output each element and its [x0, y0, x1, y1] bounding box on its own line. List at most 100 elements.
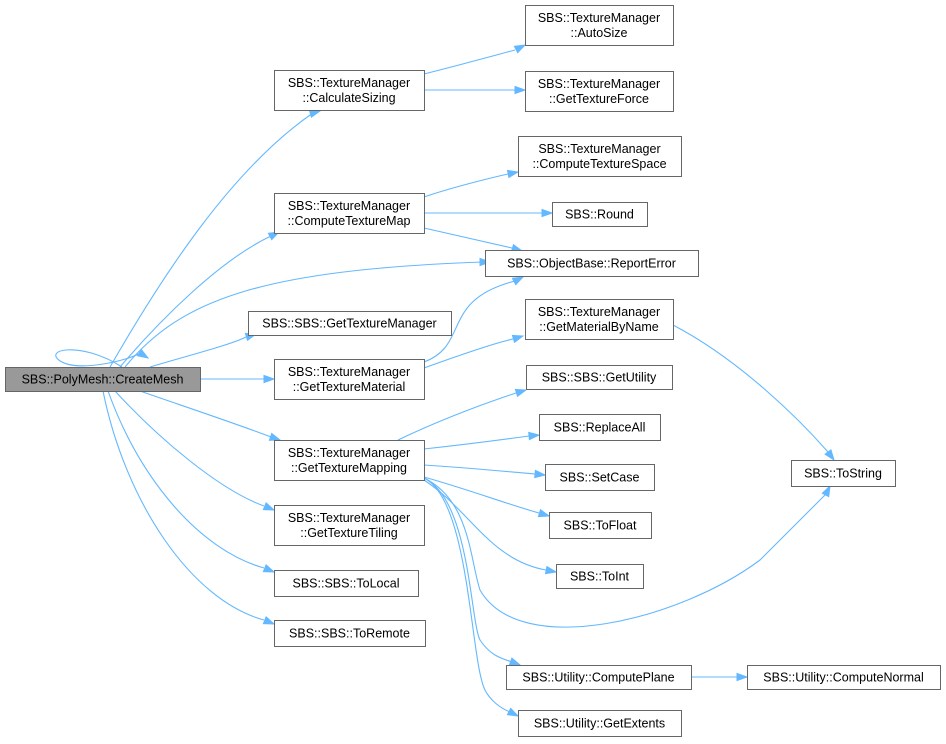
node-label: SBS::TextureManager — [538, 77, 660, 91]
edge-line — [124, 261, 484, 368]
node-box — [545, 464, 655, 491]
edge-line — [119, 235, 272, 368]
node-label: SBS::Utility::ComputeNormal — [763, 671, 923, 685]
node-get-texture-force[interactable]: SBS::TextureManager::GetTextureForce — [525, 71, 674, 112]
node-get-material-by-name[interactable]: SBS::TextureManager::GetMaterialByName — [525, 299, 674, 340]
edge-create-mesh-to-get-texture-tiling — [114, 390, 276, 511]
call-graph-nodes: SBS::PolyMesh::CreateMeshSBS::TextureMan… — [5, 5, 941, 737]
node-label: ::GetTextureForce — [549, 92, 649, 106]
node-compute-texture-map[interactable]: SBS::TextureManager::ComputeTextureMap — [274, 193, 425, 234]
call-graph-edges — [55, 44, 835, 717]
edge-compute-texture-map-to-round — [424, 208, 554, 218]
node-box — [552, 202, 648, 227]
node-to-string[interactable]: SBS::ToString — [791, 460, 896, 487]
edge-line — [423, 338, 514, 369]
edge-create-mesh-to-to-local — [107, 390, 276, 573]
node-label: SBS::SBS::GetTextureManager — [262, 317, 436, 331]
edge-line — [107, 390, 265, 569]
node-box — [525, 5, 674, 46]
edge-line — [423, 227, 513, 249]
node-box — [274, 440, 425, 481]
edge-get-texture-mapping-to-to-int — [423, 479, 558, 575]
node-to-float[interactable]: SBS::ToFloat — [549, 512, 652, 539]
node-label: SBS::SBS::ToRemote — [289, 627, 410, 641]
node-box — [274, 193, 425, 234]
node-get-texture-manager[interactable]: SBS::SBS::GetTextureManager — [248, 311, 452, 336]
edge-line — [55, 349, 141, 368]
node-to-local[interactable]: SBS::SBS::ToLocal — [274, 570, 419, 597]
node-get-texture-tiling[interactable]: SBS::TextureManager::GetTextureTiling — [274, 505, 425, 546]
arrowhead-icon — [514, 85, 527, 95]
arrowhead-icon — [514, 388, 528, 398]
edge-compute-texture-map-to-report-error — [423, 227, 524, 253]
edge-line — [149, 336, 247, 368]
node-box — [556, 564, 644, 589]
node-box — [526, 365, 673, 390]
node-box — [274, 505, 425, 546]
node-get-texture-mapping[interactable]: SBS::TextureManager::GetTextureMapping — [274, 440, 425, 481]
edge-line — [423, 477, 511, 713]
edge-get-texture-mapping-to-compute-plane — [423, 477, 522, 666]
node-label: SBS::ReplaceAll — [554, 421, 646, 435]
node-label: ::GetTextureTiling — [300, 526, 398, 540]
node-box — [539, 414, 661, 441]
edge-get-texture-material-to-report-error — [423, 276, 525, 363]
arrowhead-icon — [263, 374, 276, 384]
node-label: SBS::TextureManager — [538, 142, 660, 156]
edge-line — [423, 49, 516, 75]
node-box — [518, 710, 682, 737]
node-auto-size[interactable]: SBS::TextureManager::AutoSize — [525, 5, 674, 46]
node-label: SBS::SetCase — [560, 471, 640, 485]
node-get-texture-material[interactable]: SBS::TextureManager::GetTextureMaterial — [274, 359, 425, 400]
node-set-case[interactable]: SBS::SetCase — [545, 464, 655, 491]
node-label: SBS::Utility::ComputePlane — [522, 671, 674, 685]
edge-get-texture-mapping-to-to-string — [423, 477, 831, 628]
node-compute-texture-space[interactable]: SBS::TextureManager::ComputeTextureSpace — [518, 136, 682, 177]
edge-line — [423, 477, 513, 663]
edge-compute-plane-to-compute-normal — [691, 672, 749, 682]
edge-get-texture-mapping-to-replace-all — [423, 431, 541, 450]
node-label: SBS::TextureManager — [288, 76, 410, 90]
arrowhead-icon — [268, 432, 282, 441]
node-label: ::GetMaterialByName — [539, 320, 659, 334]
node-create-mesh[interactable]: SBS::PolyMesh::CreateMesh — [5, 367, 201, 392]
node-to-int[interactable]: SBS::ToInt — [556, 564, 644, 589]
node-box — [518, 136, 682, 177]
node-label: SBS::PolyMesh::CreateMesh — [22, 373, 184, 387]
node-label: SBS::ToInt — [570, 570, 630, 584]
node-replace-all[interactable]: SBS::ReplaceAll — [539, 414, 661, 441]
node-box — [248, 311, 452, 336]
node-get-utility[interactable]: SBS::SBS::GetUtility — [526, 365, 673, 390]
edge-calculate-sizing-to-auto-size — [423, 44, 527, 75]
node-box — [549, 512, 652, 539]
node-compute-plane[interactable]: SBS::Utility::ComputePlane — [506, 665, 692, 690]
node-box — [5, 367, 201, 392]
edge-get-texture-mapping-to-get-extents — [423, 477, 520, 717]
node-box — [791, 460, 896, 487]
arrowhead-icon — [511, 276, 525, 286]
node-label: SBS::Round — [565, 208, 634, 222]
node-round[interactable]: SBS::Round — [552, 202, 648, 227]
arrowhead-icon — [824, 448, 835, 462]
node-report-error[interactable]: SBS::ObjectBase::ReportError — [485, 250, 699, 277]
node-label: ::GetTextureMaterial — [293, 380, 406, 394]
node-label: SBS::TextureManager — [538, 11, 660, 25]
node-compute-normal[interactable]: SBS::Utility::ComputeNormal — [747, 665, 941, 690]
arrowhead-icon — [821, 484, 831, 498]
edge-create-mesh-to-get-texture-manager — [149, 332, 258, 368]
node-get-extents[interactable]: SBS::Utility::GetExtents — [518, 710, 682, 737]
arrowhead-icon — [308, 109, 322, 119]
node-box — [525, 71, 674, 112]
node-box — [485, 250, 699, 277]
arrowhead-icon — [136, 348, 150, 359]
node-calculate-sizing[interactable]: SBS::TextureManager::CalculateSizing — [274, 70, 425, 111]
node-label: SBS::ObjectBase::ReportError — [507, 257, 676, 271]
edge-line — [672, 324, 829, 453]
node-to-remote[interactable]: SBS::SBS::ToRemote — [274, 620, 426, 647]
arrowhead-icon — [534, 469, 547, 479]
arrowhead-icon — [541, 208, 554, 218]
edge-line — [114, 390, 265, 507]
edge-get-texture-material-to-get-material-by-name — [423, 334, 525, 369]
edge-line — [139, 390, 272, 438]
